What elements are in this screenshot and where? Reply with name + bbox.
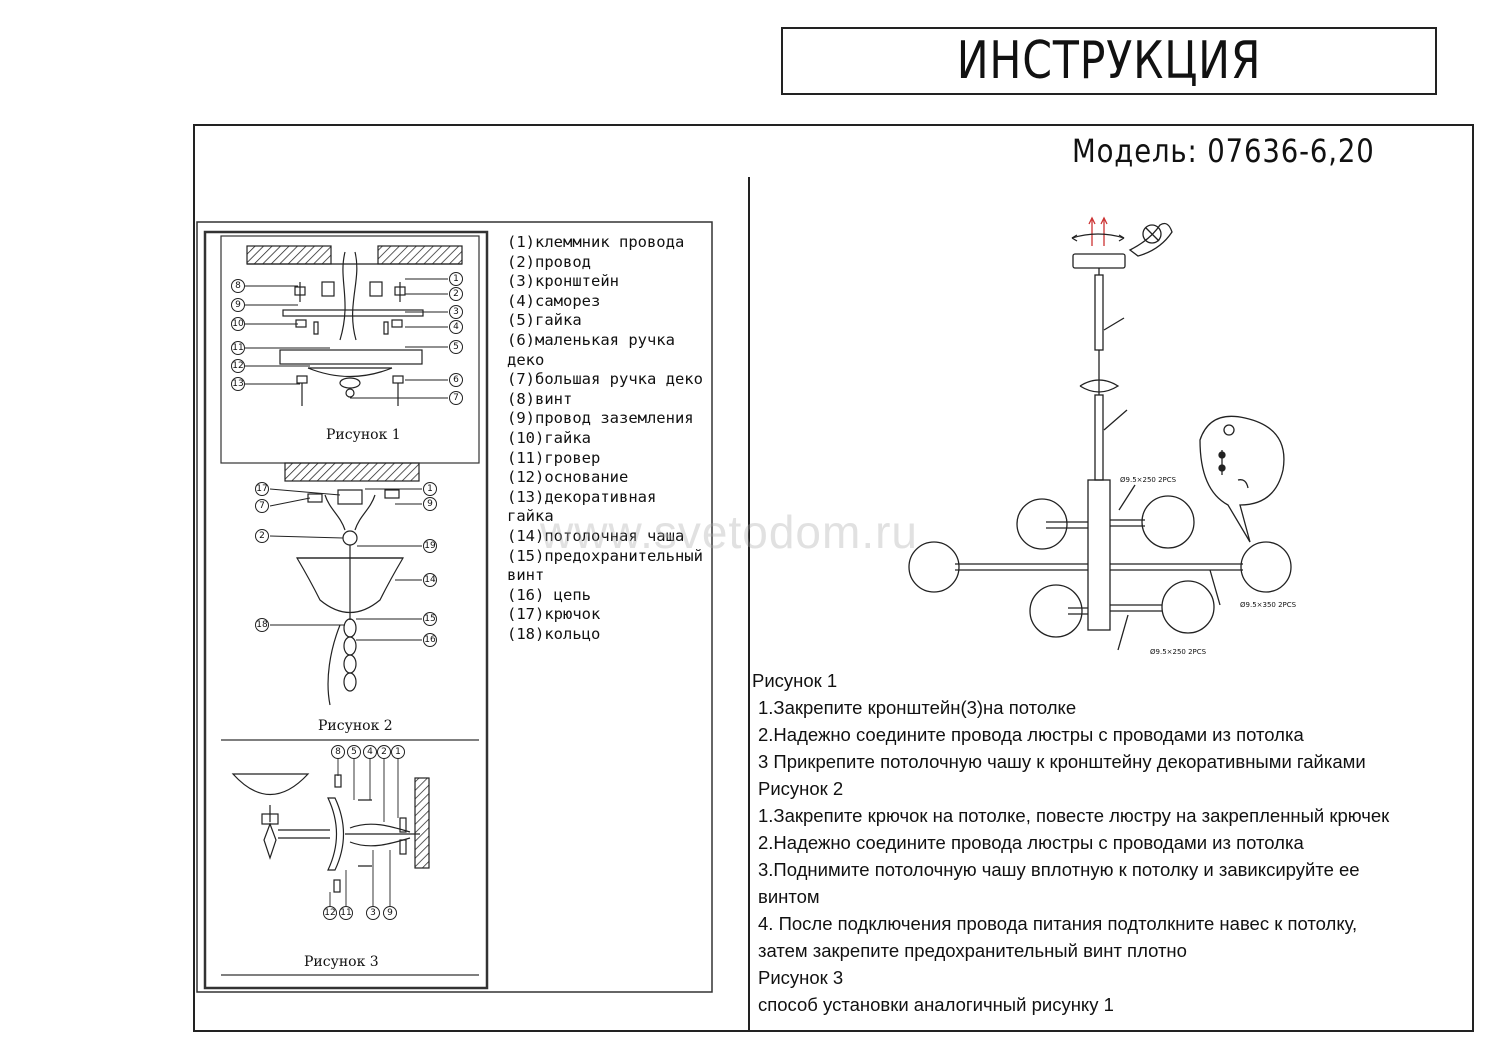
figure-1-drawing <box>246 245 463 406</box>
legend-item: (12)основание <box>507 468 629 487</box>
globe <box>1029 584 1083 638</box>
instruction-line: 3 Прикрепите потолочную чашу к кронштейн… <box>758 751 1366 772</box>
instruction-heading: Рисунок 3 <box>758 967 844 988</box>
legend-item: (10)гайка <box>507 428 591 447</box>
fig1-leaders <box>245 278 448 399</box>
legend-item: (6)маленькая ручка деко <box>507 330 685 369</box>
main-frame <box>193 124 1474 1032</box>
instruction-line: 4. После подключения провода питания под… <box>758 913 1358 934</box>
instruction-line: затем закрепите предохранительный винт п… <box>758 940 1187 961</box>
canopy <box>1072 253 1126 269</box>
fig3-leaders <box>329 758 399 906</box>
legend-item: (1)клеммник провода <box>507 233 685 251</box>
instruction-heading: Рисунок 2 <box>758 778 844 799</box>
chandelier-drawing <box>908 216 1292 651</box>
legend-item: (9)провод заземления <box>507 409 694 428</box>
legend-item: (17)крючок <box>507 605 601 624</box>
legend-item: (18)кольцо <box>507 624 601 643</box>
model-number: Модель: 07636-6,20 <box>1072 132 1375 170</box>
dimension-label-mid: Ø9.5×350 2PCS <box>1240 601 1297 609</box>
figure-3-drawing <box>231 773 430 893</box>
legend-item: (2)провод <box>507 252 591 271</box>
globe <box>1016 498 1068 550</box>
legend-item: (16) цепь <box>507 585 591 604</box>
instructions-text: Рисунок 1 1.Закрепите кронштейн(3)на пот… <box>752 667 1472 1018</box>
figure-2-label: Рисунок 2 <box>318 718 393 734</box>
globe <box>1141 495 1195 549</box>
legend-item: (5)гайка <box>507 311 582 330</box>
watermark: www.svetodom.ru <box>540 506 919 558</box>
figure-1-label: Рисунок 1 <box>326 427 401 443</box>
page-title: ИНСТРУКЦИЯ <box>956 31 1262 91</box>
legend-item: (13)декоративная гайка <box>507 487 666 526</box>
figure-2-drawing <box>284 462 420 706</box>
legend-item: (15)предохранительный винт <box>507 546 713 585</box>
instruction-line: 1.Закрепите кронштейн(3)на потолке <box>758 697 1077 718</box>
instruction-line: 1.Закрепите крючок на потолке, повесте л… <box>758 805 1390 826</box>
instruction-line: винтом <box>758 886 820 907</box>
dimension-label-top: Ø9.5×250 2PCS <box>1120 476 1177 484</box>
legend-item: (14)потолочная чаша <box>507 526 685 545</box>
instruction-heading: Рисунок 1 <box>752 670 838 691</box>
globe <box>1240 541 1292 593</box>
instruction-line: 2.Надежно соедините провода люстры с про… <box>758 724 1304 745</box>
legend-item: (3)кронштейн <box>507 272 619 291</box>
legend-item: (11)гровер <box>507 448 601 467</box>
parts-legend: (1)клеммник провода (2)провод (3)кронште… <box>507 233 712 644</box>
figures-frame <box>196 221 713 993</box>
instruction-line: 2.Надежно соедините провода люстры с про… <box>758 832 1304 853</box>
figure-3-label: Рисунок 3 <box>304 954 379 970</box>
title-box <box>781 27 1437 95</box>
globe <box>908 541 960 593</box>
fig2-leaders <box>269 488 422 641</box>
globe <box>1161 580 1215 634</box>
legend-item: (8)винт <box>507 389 573 408</box>
dimension-label-bottom: Ø9.5×250 2PCS <box>1150 648 1207 656</box>
figures-inner-frame <box>203 230 489 990</box>
legend-item: (4)саморез <box>507 291 601 310</box>
central-body <box>1087 479 1111 631</box>
instruction-line: способ установки аналогичный рисунку 1 <box>758 994 1114 1015</box>
legend-item: (7)большая ручка деко <box>507 370 703 389</box>
instruction-line: 3.Поднимите потолочную чашу вплотную к п… <box>758 859 1360 880</box>
